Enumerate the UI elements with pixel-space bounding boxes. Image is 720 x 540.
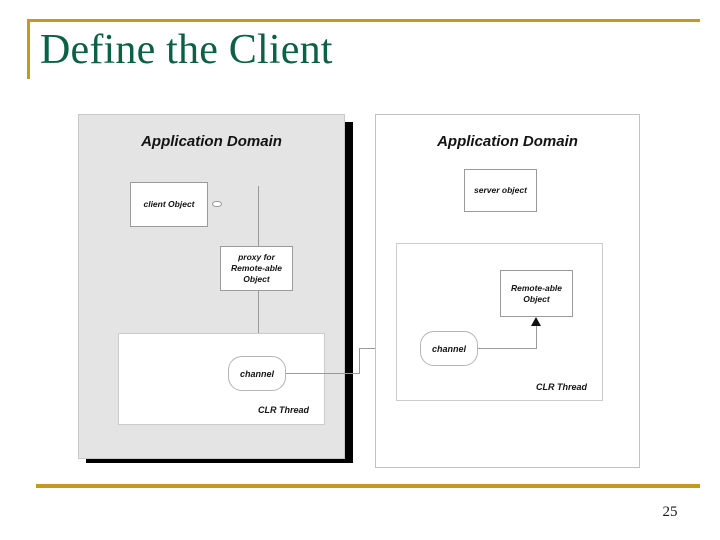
right-clr-thread-label: CLR Thread [536,382,588,392]
title-top-rule [27,19,700,22]
client-object-box: client Object [130,182,208,227]
remotable-object-box: Remote-able Object [500,270,573,317]
proxy-object-label-line1: proxy for [238,252,275,262]
left-clr-thread-label: CLR Thread [258,405,310,415]
proxy-object-label-line2: Remote-able [230,263,282,273]
proxy-object-label-line3: Object [243,274,270,284]
aggregation-diamond-icon [212,201,222,207]
client-object-label: client Object [143,199,195,209]
arrow-up-icon-right [531,317,541,326]
connector-client-to-proxy [258,186,259,246]
left-clr-thread-box [118,333,325,425]
left-channel-label: channel [239,368,274,379]
server-object-label: server object [474,185,527,195]
proxy-object-box: proxy for Remote-able Object [220,246,293,291]
title-left-accent-bar [27,19,30,79]
connector-proxy-to-channel [258,291,259,349]
page-number: 25 [662,504,678,520]
page-title: Define the Client [40,27,333,73]
right-domain-heading: Application Domain [437,133,578,150]
right-channel-node: channel [420,331,478,366]
left-domain-heading: Application Domain [141,133,282,150]
footer-rule [36,484,700,488]
right-channel-label: channel [431,343,466,354]
server-object-box: server object [464,169,537,212]
left-channel-node: channel [228,356,286,391]
cross-connector-segment-1 [286,373,359,374]
remotable-object-label-line2: Object [523,293,550,304]
right-clr-thread-box [396,243,603,401]
channel-to-remotable-segment-1 [478,348,537,349]
channel-to-remotable-segment-2 [536,325,537,349]
cross-connector-segment-2 [359,348,360,374]
remotable-object-label-line1: Remote-able [510,282,562,293]
